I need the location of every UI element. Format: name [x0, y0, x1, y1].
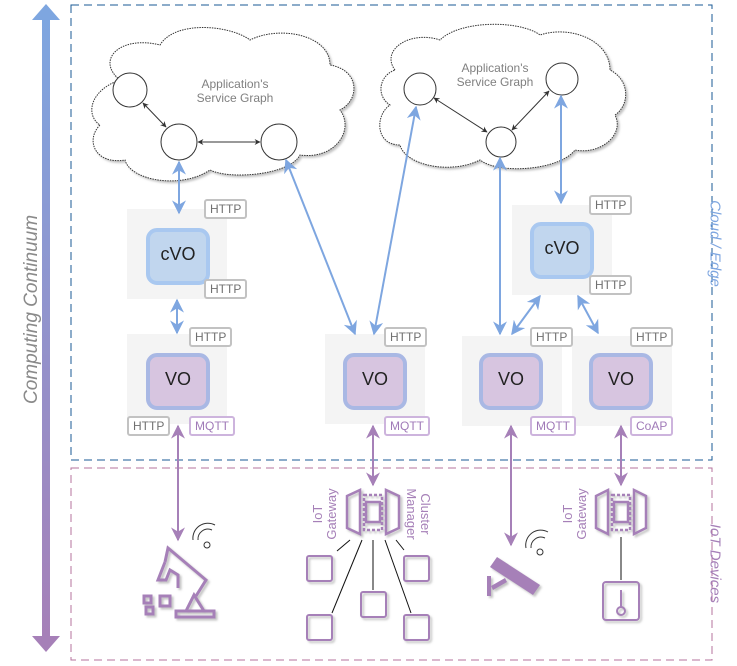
vo-box[interactable]	[479, 353, 543, 410]
cvo-box[interactable]	[530, 222, 594, 279]
wifi-icon	[192, 522, 216, 549]
cluster-label-line2: Manager	[404, 488, 419, 540]
gateway-label-line1: IoT	[560, 504, 575, 524]
link-vo-to-service	[369, 105, 421, 336]
water-sensor-chips	[306, 555, 430, 641]
sensor-chip-icon	[306, 614, 333, 641]
protocol-tag-http: HTTP	[589, 275, 633, 295]
sensor-chip-icon	[403, 614, 430, 641]
security-camera-icon	[487, 557, 540, 596]
service-node[interactable]	[160, 123, 198, 161]
service-edge	[433, 97, 488, 133]
link-cvo-to-vo	[511, 294, 541, 336]
protocol-tag-http: HTTP	[204, 199, 248, 219]
wifi-icon	[525, 529, 549, 556]
service-node[interactable]	[112, 72, 148, 108]
service-graph-title-line2: Service Graph	[456, 75, 534, 89]
sensor-chip-icon	[360, 591, 387, 618]
zone-label-iot-devices: IoT Devices	[706, 523, 724, 604]
vo-label: VO	[607, 369, 634, 389]
protocol-tag-http: HTTP	[204, 279, 248, 299]
vo-label: VO	[164, 369, 191, 389]
link-cvo-to-vo	[577, 294, 599, 335]
iot-gateway-icon	[345, 488, 401, 536]
vo-box[interactable]	[343, 353, 407, 410]
service-graph-title-line2: Service Graph	[196, 91, 274, 105]
continuum-axis	[32, 4, 60, 652]
service-node[interactable]	[545, 62, 579, 96]
gateway-label: IoT Gateway	[560, 479, 589, 549]
protocol-tag-coap: CoAP	[630, 416, 674, 436]
cloud-edge-zone	[70, 4, 713, 461]
axis-arrow-up-icon	[32, 4, 60, 20]
protocol-tag-http: HTTP	[127, 416, 171, 436]
sensor-chip-icon	[306, 555, 333, 582]
axis-label: Computing Continuum	[21, 214, 42, 404]
service-edge	[511, 90, 550, 131]
iot-devices-zone	[70, 467, 713, 661]
protocol-tag-mqtt: MQTT	[530, 416, 576, 436]
cluster-manager-label: Cluster Manager	[404, 479, 433, 549]
service-node[interactable]	[403, 72, 437, 106]
service-graph-title-line1: Application's	[461, 61, 529, 75]
cvo-label: cVO	[544, 238, 580, 258]
temperature-sensor-icon	[602, 581, 640, 621]
gateway-label-line1: IoT	[310, 504, 325, 524]
cluster-links	[331, 539, 412, 614]
vo-box[interactable]	[589, 353, 653, 410]
gateway-label: IoT Gateway	[310, 479, 339, 549]
protocol-tag-http: HTTP	[589, 195, 633, 215]
service-graph-title: Application's Service Graph	[440, 61, 550, 89]
protocol-tag-http: HTTP	[189, 327, 233, 347]
robot-arm-icon	[142, 545, 216, 619]
iot-gateway-icon	[594, 487, 648, 537]
protocol-tag-http: HTTP	[630, 327, 674, 347]
vo-label: VO	[361, 369, 388, 389]
vo-label: VO	[497, 369, 524, 389]
protocol-tag-http: HTTP	[384, 327, 428, 347]
service-node[interactable]	[260, 123, 298, 161]
protocol-tag-http: HTTP	[530, 327, 574, 347]
protocol-tag-mqtt: MQTT	[384, 416, 430, 436]
vo-box[interactable]	[146, 353, 210, 410]
link-vo-to-service	[284, 158, 357, 336]
zone-label-cloud-edge: Cloud / Edge	[706, 200, 724, 287]
cvo-label: cVO	[160, 244, 196, 264]
sensor-chip-icon	[403, 555, 430, 582]
gateway-label-line2: Gateway	[324, 488, 339, 540]
service-graph-title-line1: Application's	[201, 77, 269, 91]
protocol-tag-mqtt: MQTT	[189, 416, 235, 436]
cluster-label-line1: Cluster	[418, 493, 433, 535]
cvo-box[interactable]	[146, 228, 210, 285]
gateway-label-line2: Gateway	[574, 488, 589, 540]
service-graph-title: Application's Service Graph	[180, 77, 290, 105]
service-node[interactable]	[485, 126, 517, 158]
axis-shaft	[42, 18, 50, 638]
axis-arrow-down-icon	[32, 636, 60, 652]
service-edge	[142, 102, 167, 128]
